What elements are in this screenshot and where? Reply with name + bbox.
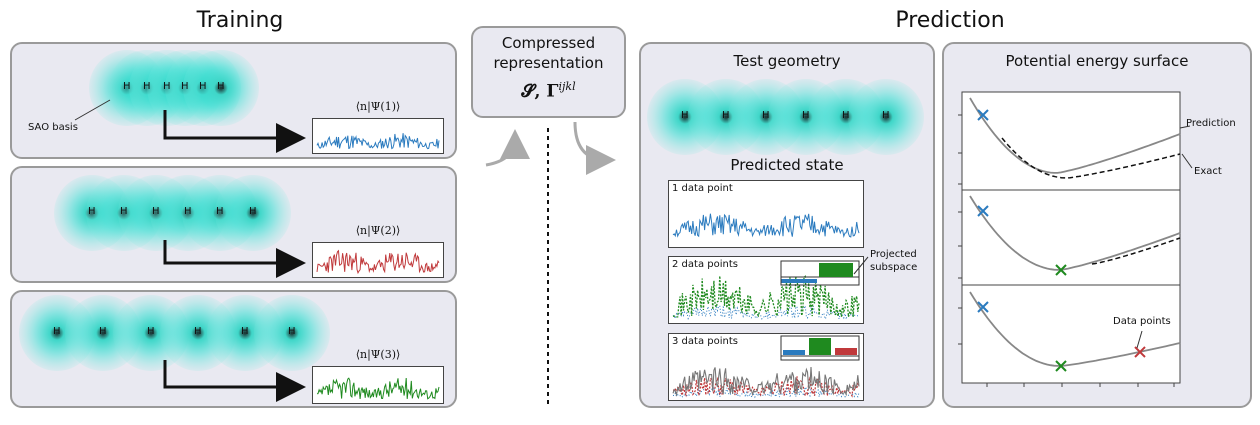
predicted-inset-1: 1 data point bbox=[668, 180, 864, 248]
pes-plot-2 bbox=[958, 189, 1181, 286]
predicted-spectrum-2 bbox=[672, 260, 860, 321]
atom-label: H bbox=[882, 110, 890, 121]
subspace-bar-blue bbox=[783, 350, 805, 355]
atom-label: H bbox=[217, 81, 225, 92]
predicted-spectrum-3 bbox=[672, 335, 860, 399]
atom-label: H bbox=[163, 81, 171, 92]
data-point-marker bbox=[1055, 264, 1067, 276]
atom-label: H bbox=[288, 326, 296, 337]
atom-label: H bbox=[762, 110, 770, 121]
gray-arrow-in bbox=[485, 129, 530, 167]
pes-plot-1 bbox=[958, 91, 1181, 191]
compressed-formula-main: 𝓢, Γ bbox=[521, 81, 559, 102]
atom-label: H bbox=[241, 326, 249, 337]
atom-label: H bbox=[722, 110, 730, 121]
pes-title: Potential energy surface bbox=[1005, 52, 1189, 70]
atom-label: H bbox=[199, 81, 207, 92]
atom-label: H bbox=[842, 110, 850, 121]
predicted-inset-3: 3 data points bbox=[668, 333, 864, 401]
projected-label-2: subspace bbox=[870, 262, 918, 273]
atom-label: H bbox=[88, 206, 96, 217]
atom-label: H bbox=[802, 110, 810, 121]
projected-label-1: Projected bbox=[870, 249, 917, 260]
predicted-spectrum-1 bbox=[672, 213, 860, 238]
state-spectrum-2 bbox=[316, 249, 440, 275]
compressed-formula: 𝓢, Γijkl bbox=[471, 80, 626, 102]
data-point-marker bbox=[1134, 346, 1146, 358]
pes-graphics bbox=[958, 91, 1193, 387]
atom-label: H bbox=[216, 206, 224, 217]
atom-label: H bbox=[681, 110, 689, 121]
data-point-marker bbox=[1055, 360, 1067, 372]
compressed-line2: representation bbox=[493, 54, 604, 72]
predicted-inset-label-2: 2 data points bbox=[672, 259, 738, 270]
atom-label: H bbox=[120, 206, 128, 217]
subspace-bar-green bbox=[809, 338, 831, 355]
subspace-box bbox=[780, 260, 860, 286]
atom-label: H bbox=[181, 81, 189, 92]
test-geometry-molecule bbox=[647, 79, 924, 155]
pes-prediction-label: Prediction bbox=[1186, 118, 1236, 129]
subspace-bar-red bbox=[835, 348, 857, 355]
projected-pointer bbox=[853, 256, 869, 275]
gray-arrow-out bbox=[573, 121, 616, 175]
atom-label: H bbox=[184, 206, 192, 217]
predicted-inset-2: 2 data points bbox=[668, 256, 864, 324]
state-label-1: ⟨n|Ψ(1)⟩ bbox=[355, 100, 401, 113]
subspace-bar-blue bbox=[781, 279, 817, 283]
state-inset-2 bbox=[312, 242, 444, 278]
atom-label: H bbox=[53, 326, 61, 337]
predicted-inset-label-1: 1 data point bbox=[672, 183, 733, 194]
compressed-panel bbox=[471, 26, 626, 118]
predicted-state-title: Predicted state bbox=[730, 156, 844, 174]
pes-exact-label: Exact bbox=[1194, 166, 1222, 177]
atom-label: H bbox=[147, 326, 155, 337]
atom-label: H bbox=[152, 206, 160, 217]
test-geometry-title: Test geometry bbox=[733, 52, 841, 70]
compressed-formula-sup: ijkl bbox=[558, 80, 576, 93]
state-inset-3 bbox=[312, 366, 444, 404]
atom-label: H bbox=[143, 81, 151, 92]
subspace-bar-green bbox=[819, 263, 853, 277]
prediction-title: Prediction bbox=[895, 8, 1005, 33]
training-title: Training bbox=[196, 8, 284, 33]
subspace-box bbox=[780, 335, 860, 361]
atom-label: H bbox=[123, 81, 131, 92]
predicted-inset-label-3: 3 data points bbox=[672, 336, 738, 347]
atom-label: H bbox=[99, 326, 107, 337]
atom-label: H bbox=[249, 206, 257, 217]
pes-plot-3 bbox=[958, 284, 1181, 387]
pes-data-points-label: Data points bbox=[1113, 316, 1171, 327]
state-label-3: ⟨n|Ψ(3)⟩ bbox=[355, 348, 401, 361]
data-point-marker bbox=[977, 205, 989, 217]
data-point-marker bbox=[977, 301, 989, 313]
state-inset-1 bbox=[312, 118, 444, 154]
atom-orbital bbox=[848, 79, 924, 155]
state-spectrum-1 bbox=[316, 133, 440, 150]
state-label-2: ⟨n|Ψ(2)⟩ bbox=[355, 224, 401, 237]
state-spectrum-3 bbox=[316, 377, 440, 400]
sao-basis-label: SAO basis bbox=[28, 122, 78, 133]
data-point-marker bbox=[977, 109, 989, 121]
compressed-line1: Compressed bbox=[501, 34, 596, 52]
atom-label: H bbox=[194, 326, 202, 337]
